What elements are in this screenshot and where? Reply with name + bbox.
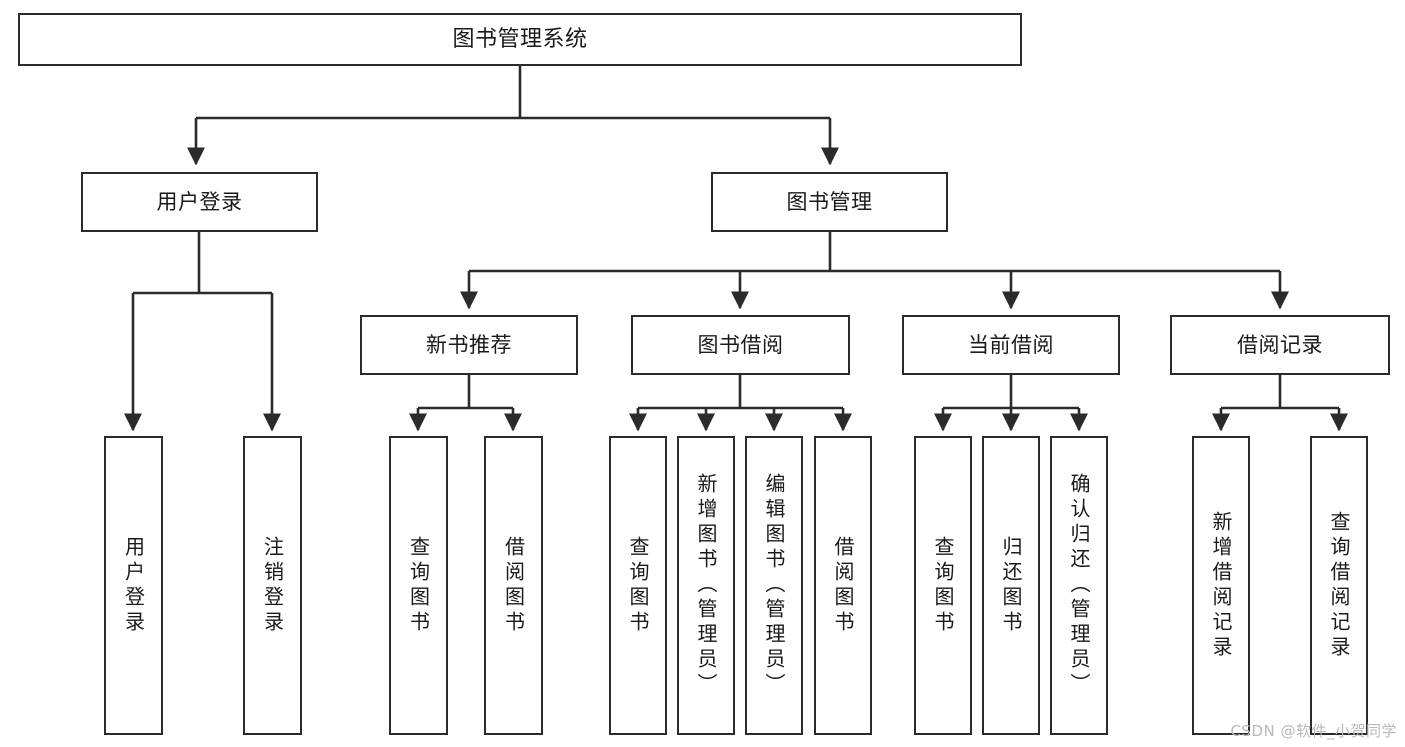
leaf-query-book-3-label: 查询图书 — [931, 535, 955, 636]
node-book-borrow-label: 图书借阅 — [697, 332, 784, 357]
node-user-login-label: 用户登录 — [156, 189, 243, 214]
leaf-logout-label: 注销登录 — [260, 535, 285, 636]
node-book-manage-label: 图书管理 — [786, 189, 873, 214]
node-borrow-record[interactable]: 借阅记录 — [1170, 315, 1390, 375]
node-root-label: 图书管理系统 — [452, 26, 588, 52]
leaf-edit-book-label: 编辑图书（管理员） — [762, 473, 786, 698]
node-new-book-rec[interactable]: 新书推荐 — [360, 315, 578, 375]
leaf-add-book[interactable]: 新增图书（管理员） — [677, 436, 735, 735]
node-book-borrow[interactable]: 图书借阅 — [631, 315, 850, 375]
leaf-query-book-3[interactable]: 查询图书 — [914, 436, 972, 735]
leaf-edit-book[interactable]: 编辑图书（管理员） — [745, 436, 803, 735]
leaf-borrow-book-1[interactable]: 借阅图书 — [484, 436, 543, 735]
leaf-add-book-label: 新增图书（管理员） — [694, 473, 718, 698]
leaf-user-login[interactable]: 用户登录 — [104, 436, 163, 735]
node-root[interactable]: 图书管理系统 — [18, 13, 1022, 66]
watermark: CSDN @软件_小贺同学 — [1230, 722, 1397, 740]
leaf-query-book-2[interactable]: 查询图书 — [609, 436, 667, 735]
leaf-query-book-1-label: 查询图书 — [406, 535, 431, 636]
leaf-query-record-label: 查询借阅记录 — [1327, 510, 1351, 661]
leaf-return-book-label: 归还图书 — [999, 535, 1023, 636]
node-new-book-rec-label: 新书推荐 — [426, 332, 512, 357]
leaf-borrow-book-2[interactable]: 借阅图书 — [814, 436, 872, 735]
leaf-confirm-return-label: 确认归还（管理员） — [1067, 473, 1091, 698]
leaf-logout[interactable]: 注销登录 — [243, 436, 302, 735]
leaf-add-record-label: 新增借阅记录 — [1209, 510, 1233, 661]
leaf-query-book-2-label: 查询图书 — [626, 535, 650, 636]
leaf-borrow-book-1-label: 借阅图书 — [501, 535, 526, 636]
node-current-borrow-label: 当前借阅 — [968, 332, 1054, 357]
node-current-borrow[interactable]: 当前借阅 — [902, 315, 1120, 375]
leaf-borrow-book-2-label: 借阅图书 — [831, 535, 855, 636]
leaf-return-book[interactable]: 归还图书 — [982, 436, 1040, 735]
leaf-user-login-label: 用户登录 — [121, 535, 146, 636]
leaf-query-record[interactable]: 查询借阅记录 — [1310, 436, 1368, 735]
leaf-query-book-1[interactable]: 查询图书 — [389, 436, 448, 735]
node-user-login[interactable]: 用户登录 — [81, 172, 318, 232]
leaf-add-record[interactable]: 新增借阅记录 — [1192, 436, 1250, 735]
node-book-manage[interactable]: 图书管理 — [711, 172, 948, 232]
node-borrow-record-label: 借阅记录 — [1237, 332, 1323, 357]
leaf-confirm-return[interactable]: 确认归还（管理员） — [1050, 436, 1108, 735]
